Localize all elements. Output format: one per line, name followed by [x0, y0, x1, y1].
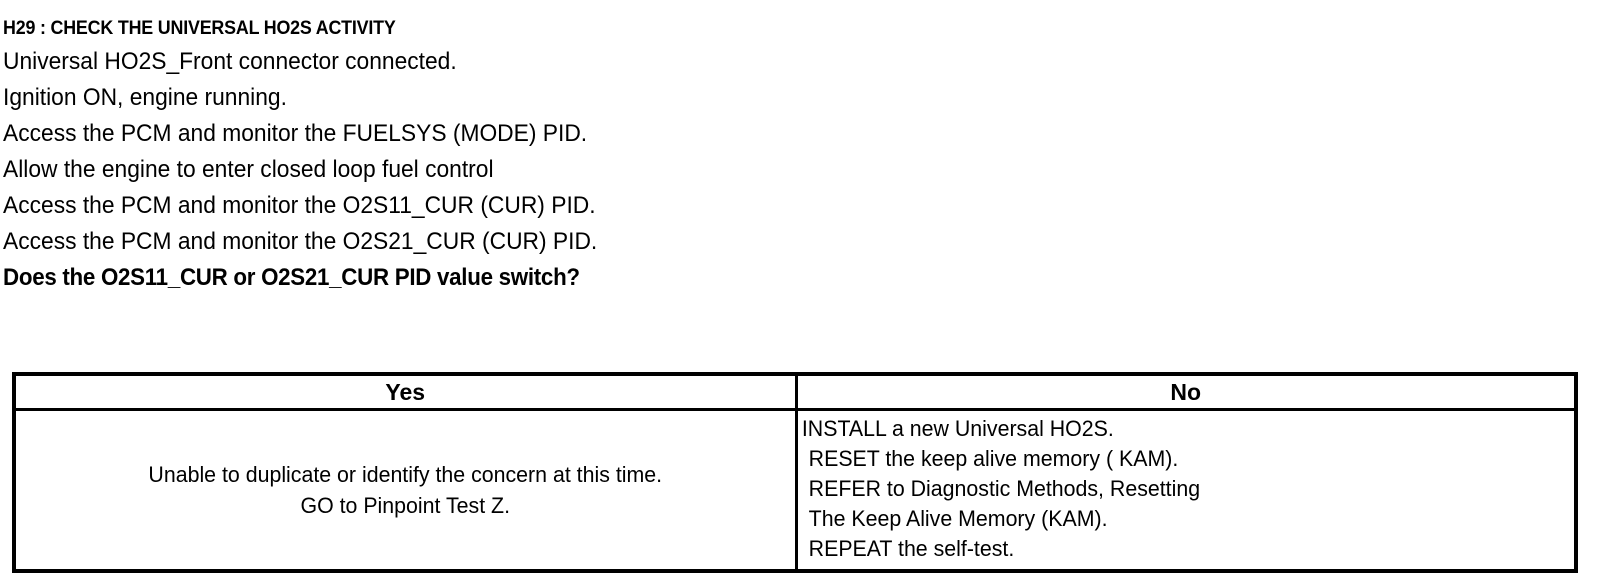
step-instruction-line-5: Access the PCM and monitor the O2S11_CUR… [3, 192, 596, 219]
no-answer-content: INSTALL a new Universal HO2S. RESET the … [798, 411, 1551, 566]
column-header-yes: Yes [12, 372, 798, 411]
yes-action-line-1: Unable to duplicate or identify the conc… [148, 462, 663, 487]
pinpoint-test-step: H29 : CHECK THE UNIVERSAL HO2S ACTIVITY … [3, 14, 1563, 296]
table-header-row: Yes No [12, 372, 1578, 411]
table-row: Unable to duplicate or identify the conc… [12, 408, 1578, 573]
no-action-line-2: RESET the keep alive memory ( KAM). [808, 446, 1178, 471]
step-instruction-line-6: Access the PCM and monitor the O2S21_CUR… [3, 228, 598, 255]
yes-answer-content: Unable to duplicate or identify the conc… [28, 459, 783, 521]
step-question: Does the O2S11_CUR or O2S21_CUR PID valu… [3, 264, 580, 291]
column-header-no: No [794, 372, 1578, 411]
no-action-line-3: REFER to Diagnostic Methods, Resetting [808, 476, 1200, 501]
step-instruction-line-4: Allow the engine to enter closed loop fu… [3, 156, 494, 183]
step-title: H29 : CHECK THE UNIVERSAL HO2S ACTIVITY [3, 18, 396, 39]
decision-table: Yes No Unable to duplicate or identify t… [12, 372, 1578, 573]
no-action-line-4: The Keep Alive Memory (KAM). [808, 506, 1108, 531]
no-action-line-1: INSTALL a new Universal HO2S. [801, 416, 1114, 441]
step-instruction-line-1: Universal HO2S_Front connector connected… [3, 48, 457, 75]
no-action-line-5: REPEAT the self-test. [808, 536, 1014, 561]
step-instruction-line-3: Access the PCM and monitor the FUELSYS (… [3, 120, 588, 147]
step-instruction-line-2: Ignition ON, engine running. [3, 84, 287, 111]
yes-action-line-2: GO to Pinpoint Test Z. [300, 493, 511, 518]
yes-answer-cell: Unable to duplicate or identify the conc… [12, 408, 798, 573]
no-answer-cell: INSTALL a new Universal HO2S. RESET the … [794, 408, 1578, 573]
